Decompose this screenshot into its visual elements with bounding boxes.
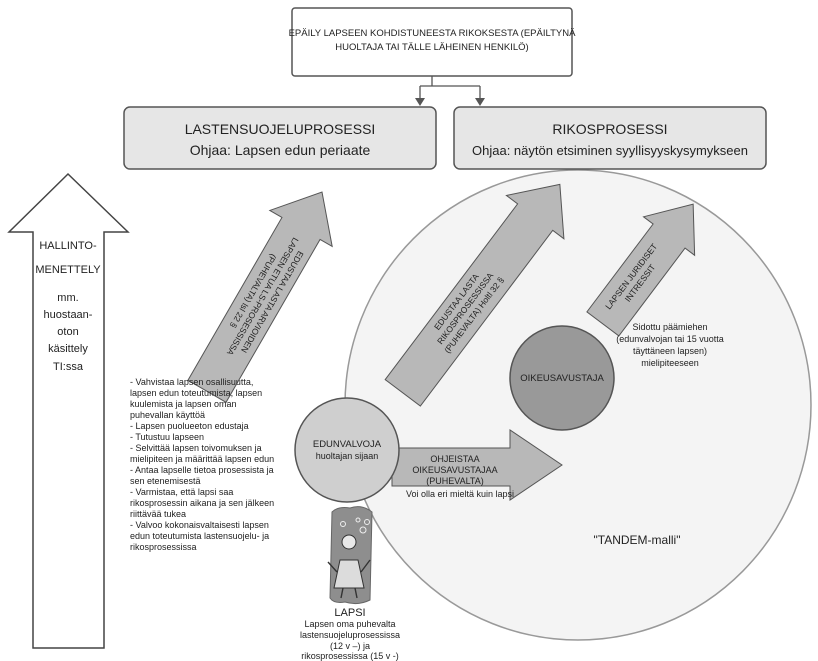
counsel-title: OIKEUSAVUSTAJA (520, 373, 604, 384)
child-line-1: Lapsen oma puhevalta (304, 619, 395, 629)
arrow-instructs-counsel (391, 429, 563, 501)
admin-line-1: HALLINTO- (39, 240, 97, 252)
criminal-process-box (453, 106, 767, 170)
instructs-line-3: (PUHEVALTA) (426, 476, 484, 486)
opinion-note: Voi olla eri mieltä kuin lapsi (406, 489, 514, 499)
duty-1-line-4: puhevallan käyttöä (130, 410, 205, 420)
admin-line-2: MENETTELY (35, 264, 101, 276)
split-connector (419, 76, 481, 103)
duties-list: - Vahvistaa lapsen osallisuutta, lapsen … (130, 377, 274, 552)
criminal-process-subtitle: Ohjaa: näytön etsiminen syyllisyyskysymy… (472, 143, 748, 158)
left-connector-arrowhead (415, 98, 425, 106)
duty-3-line-1: - Tutustuu lapseen (130, 432, 204, 442)
right-connector-arrowhead (475, 98, 485, 106)
admin-line-5: oton (57, 326, 78, 338)
duty-4-line-1: - Selvittää lapsen toivomuksen ja (130, 443, 262, 453)
duty-6-line-2: rikosprosessin aikana ja sen jälkeen (130, 498, 274, 508)
criminal-process-title: RIKOSPROSESSI (552, 121, 667, 137)
arrow-guardian-to-child-protection: EDUSTAA LASTA ARVIOIDEN LAPSEN ETUA LS-P… (187, 191, 333, 403)
admin-procedure-arrow (7, 172, 130, 649)
duty-1-line-1: - Vahvistaa lapsen osallisuutta, (130, 377, 253, 387)
duty-6-line-1: - Varmistaa, että lapsi saa (130, 487, 233, 497)
bound-note-line-3: täyttäneen lapsen) (633, 346, 707, 356)
duty-7-line-1: - Valvoo kokonaisvaltaisesti lapsen (130, 520, 269, 530)
guardian-circle (294, 397, 400, 503)
counsel-circle (509, 325, 615, 431)
guardian-title: EDUNVALVOJA (313, 439, 382, 450)
duty-7-line-3: rikosprosessissa (130, 542, 197, 552)
instructs-line-2: OIKEUSAVUSTAJAA (412, 465, 497, 475)
admin-line-3: mm. (57, 292, 78, 304)
child-line-4: rikosprosessissa (15 v -) (301, 651, 399, 661)
instructs-line-1: OHJEISTAA (430, 454, 479, 464)
child-protection-box (123, 106, 437, 170)
child-line-3: (12 v –) ja (330, 641, 370, 651)
admin-line-4: huostaan- (44, 309, 93, 321)
tandem-label: "TANDEM-malli" (594, 533, 681, 547)
duty-6-line-3: riittävää tukea (130, 509, 186, 519)
duty-5-line-2: sen etenemisestä (130, 476, 201, 486)
admin-line-7: TI:ssa (53, 361, 84, 373)
admin-line-6: käsittely (48, 343, 88, 355)
admin-procedure-text: HALLINTO- MENETTELY mm. huostaan- oton k… (35, 240, 101, 373)
duty-1-line-3: kuulemista ja lapsen oman (130, 399, 237, 409)
duty-2-line-1: - Lapsen puolueeton edustaja (130, 421, 249, 431)
child-protection-title: LASTENSUOJELUPROSESSI (185, 121, 376, 137)
guardian-subtitle: huoltajan sijaan (316, 451, 379, 461)
child-title: LAPSI (334, 607, 365, 619)
suspicion-line-2: HUOLTAJA TAI TÄLLE LÄHEINEN HENKILÖ) (335, 42, 528, 53)
bound-note-line-4: mielipiteeseen (641, 358, 699, 368)
child-line-2: lastensuojeluprosessissa (300, 630, 400, 640)
suspicion-line-1: EPÄILY LAPSEEN KOHDISTUNEESTA RIKOKSESTA… (289, 28, 577, 39)
bound-note-line-1: Sidottu päämiehen (632, 322, 707, 332)
duty-4-line-2: mielipiteen ja määrittää lapsen edun (130, 454, 274, 464)
duty-1-line-2: lapsen edun toteutumista, lapsen (130, 388, 262, 398)
bound-note-line-2: (edunvalvojan tai 15 vuotta (616, 334, 724, 344)
child-illustration (327, 506, 373, 605)
duty-5-line-1: - Antaa lapselle tietoa prosessista ja (130, 465, 274, 475)
duty-7-line-2: edun toteutumista lastensuojelu- ja (130, 531, 269, 541)
child-protection-subtitle: Ohjaa: Lapsen edun periaate (190, 142, 371, 158)
